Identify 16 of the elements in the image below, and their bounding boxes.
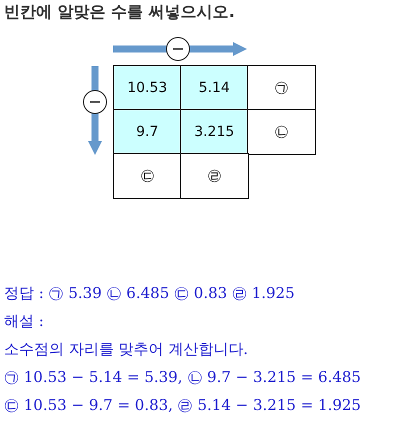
explanation-text: ㉢ 10.53 − 9.7 = 0.83, ㉣ 5.14 − 3.215 = 1.925 <box>4 396 361 415</box>
table-cell: ㉡ <box>247 109 316 154</box>
table-cell: 3.215 <box>180 109 248 154</box>
table-cell: ㉢ <box>113 153 182 198</box>
table-cell: 9.7 <box>113 109 182 154</box>
minus-sign: − <box>166 37 190 61</box>
table-cell: 5.14 <box>180 65 248 110</box>
explanation-text: ㉠ 10.53 − 5.14 = 5.39, ㉡ 9.7 − 3.215 = 6.485 <box>4 368 361 387</box>
question-text: 빈칸에 알맞은 수를 써넣으시오. <box>4 2 235 23</box>
minus-sign: − <box>83 90 107 114</box>
table-cell: 10.53 <box>113 65 182 110</box>
table-cell: ㉠ <box>247 65 316 110</box>
explanation-heading: 해설 : <box>4 312 44 331</box>
explanation-text: 소수점의 자리를 맞추어 계산합니다. <box>4 340 248 359</box>
answer-text: 정답 : ㉠ 5.39 ㉡ 6.485 ㉢ 0.83 ㉣ 1.925 <box>4 284 295 303</box>
table-cell: ㉣ <box>180 153 248 198</box>
